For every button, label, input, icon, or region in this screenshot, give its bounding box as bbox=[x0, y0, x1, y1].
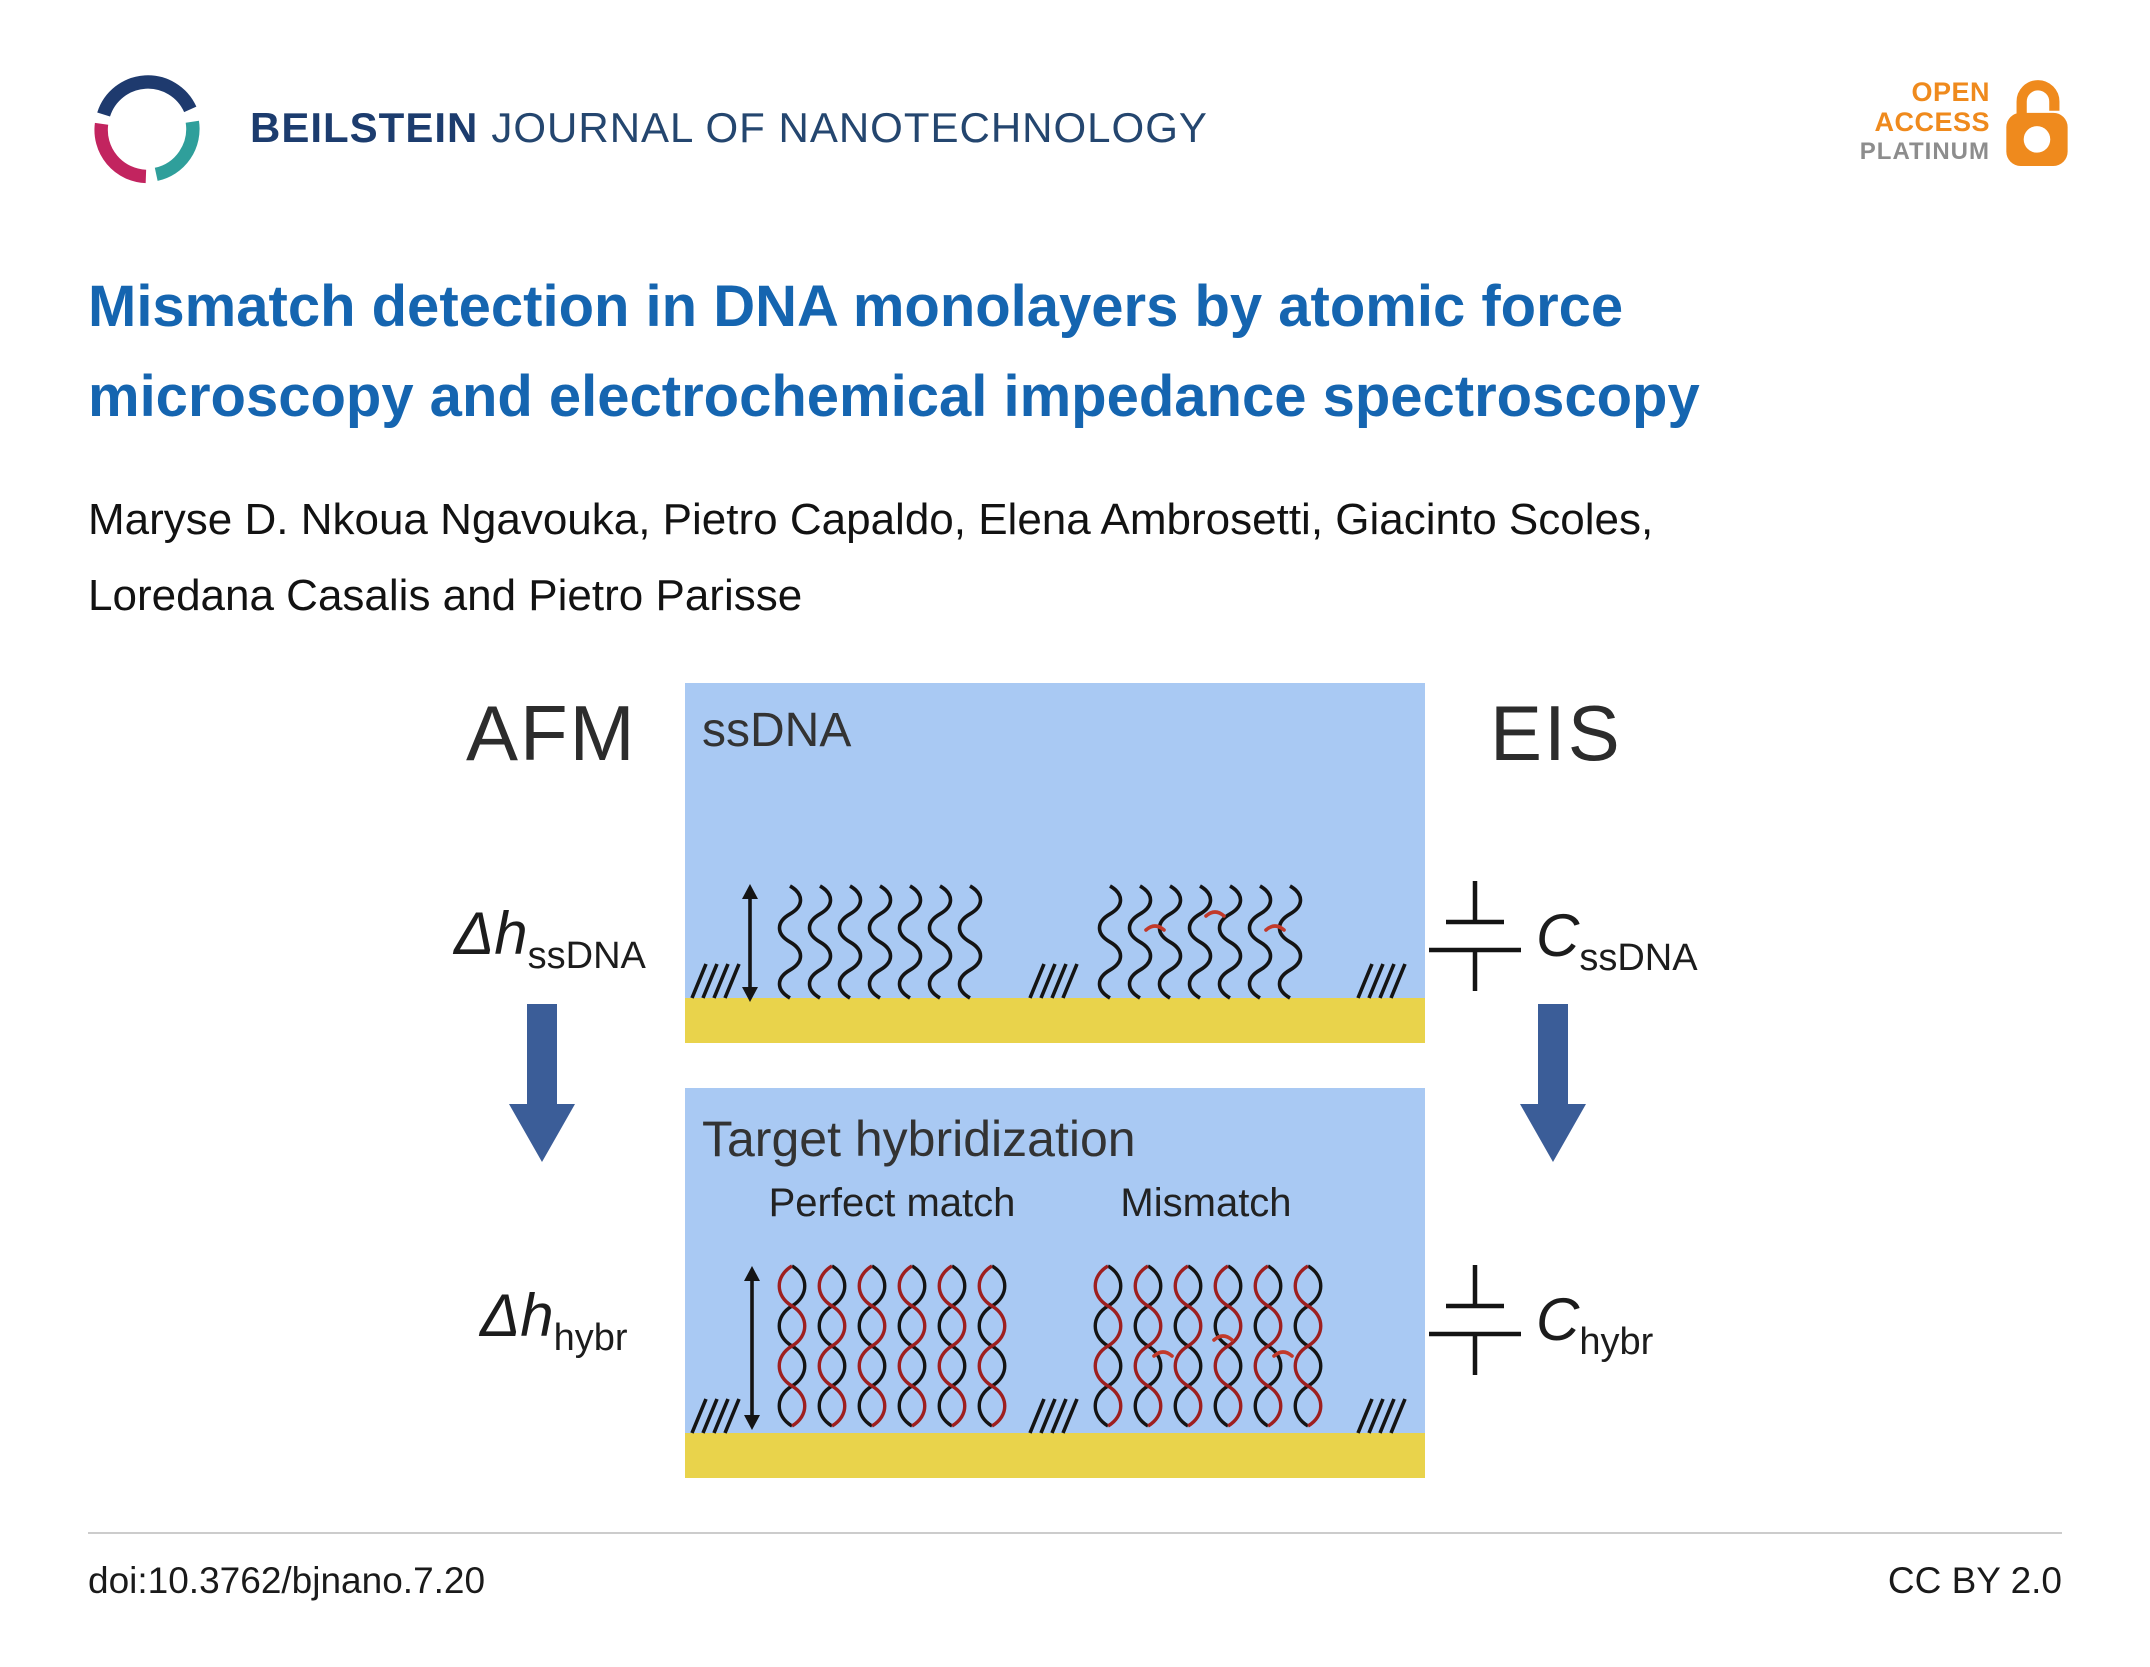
capacitor-symbol-top bbox=[1429, 881, 1521, 991]
hybridization-panel-background bbox=[685, 1088, 1425, 1478]
open-access-text: OPEN ACCESS PLATINUM bbox=[1860, 77, 1990, 166]
delta-h-hybr-label: Δhhybr bbox=[478, 1282, 628, 1359]
delta-h-subscript: ssDNA bbox=[528, 935, 647, 977]
gold-substrate-bottom bbox=[685, 1433, 1425, 1478]
ssdna-panel-title: ssDNA bbox=[702, 704, 851, 757]
c-ssdna-label: CssDNA bbox=[1536, 902, 1698, 979]
height-arrow-bottom bbox=[744, 1266, 760, 1430]
graphical-abstract-figure: AFM EIS ssDNA bbox=[452, 683, 1698, 1478]
afm-label: AFM bbox=[466, 689, 637, 777]
journal-name-bold: BEILSTEIN bbox=[250, 104, 479, 151]
delta-h-symbol: Δh bbox=[452, 900, 528, 967]
open-access-line-access: ACCESS bbox=[1874, 107, 1990, 138]
down-arrow-right bbox=[1520, 1004, 1586, 1162]
capacitance-symbol: C bbox=[1536, 1286, 1580, 1353]
lock-keyhole bbox=[2023, 126, 2051, 153]
delta-h-ssdna-label: ΔhssDNA bbox=[452, 900, 647, 977]
authors-line1: Maryse D. Nkoua Ngavouka, Pietro Capaldo… bbox=[88, 495, 1654, 544]
article-title: Mismatch detection in DNA monolayers by … bbox=[88, 262, 1700, 442]
article-title-line2: microscopy and electrochemical impedance… bbox=[88, 363, 1700, 429]
delta-h-symbol: Δh bbox=[478, 1282, 554, 1349]
perfect-match-label: Perfect match bbox=[769, 1181, 1016, 1225]
mismatch-label: Mismatch bbox=[1120, 1181, 1291, 1225]
capacitor-symbol-bottom bbox=[1429, 1265, 1521, 1375]
open-access-line-open: OPEN bbox=[1911, 76, 1990, 107]
license-text: CC BY 2.0 bbox=[1887, 1560, 2062, 1601]
down-arrow-left bbox=[509, 1004, 575, 1162]
gold-substrate-top bbox=[685, 998, 1425, 1043]
article-title-line1: Mismatch detection in DNA monolayers by … bbox=[88, 274, 1624, 339]
authors-line2: Loredana Casalis and Pietro Parisse bbox=[88, 570, 803, 620]
hybridization-panel-title: Target hybridization bbox=[702, 1111, 1136, 1167]
open-access-badge: OPEN ACCESS PLATINUM bbox=[1860, 74, 2074, 168]
beilstein-logo bbox=[94, 75, 200, 184]
article-authors: Maryse D. Nkoua Ngavouka, Pietro Capaldo… bbox=[88, 482, 1653, 633]
open-lock-icon bbox=[2006, 80, 2068, 166]
logo-arc-teal bbox=[154, 120, 200, 181]
height-arrow-top bbox=[742, 884, 758, 1002]
doi-text: doi:10.3762/bjnano.7.20 bbox=[88, 1560, 486, 1601]
logo-arc-navy bbox=[97, 75, 197, 117]
eis-label: EIS bbox=[1490, 689, 1622, 777]
capacitance-symbol: C bbox=[1536, 902, 1580, 969]
open-access-line-platinum: PLATINUM bbox=[1859, 138, 1990, 166]
logo-arc-crimson bbox=[94, 122, 147, 184]
capacitance-subscript: hybr bbox=[1579, 1321, 1653, 1363]
lock-shackle bbox=[2016, 80, 2060, 117]
journal-name-rest: JOURNAL OF NANOTECHNOLOGY bbox=[491, 104, 1208, 151]
footer-divider bbox=[88, 1532, 2062, 1534]
c-hybr-label: Chybr bbox=[1536, 1286, 1654, 1363]
ssdna-panel: ssDNA bbox=[685, 683, 1425, 1043]
hybridization-panel: Target hybridization Perfect match Misma… bbox=[685, 1088, 1425, 1478]
journal-name: BEILSTEIN JOURNAL OF NANOTECHNOLOGY bbox=[250, 104, 1208, 152]
delta-h-subscript: hybr bbox=[554, 1317, 628, 1359]
capacitance-subscript: ssDNA bbox=[1579, 937, 1698, 979]
